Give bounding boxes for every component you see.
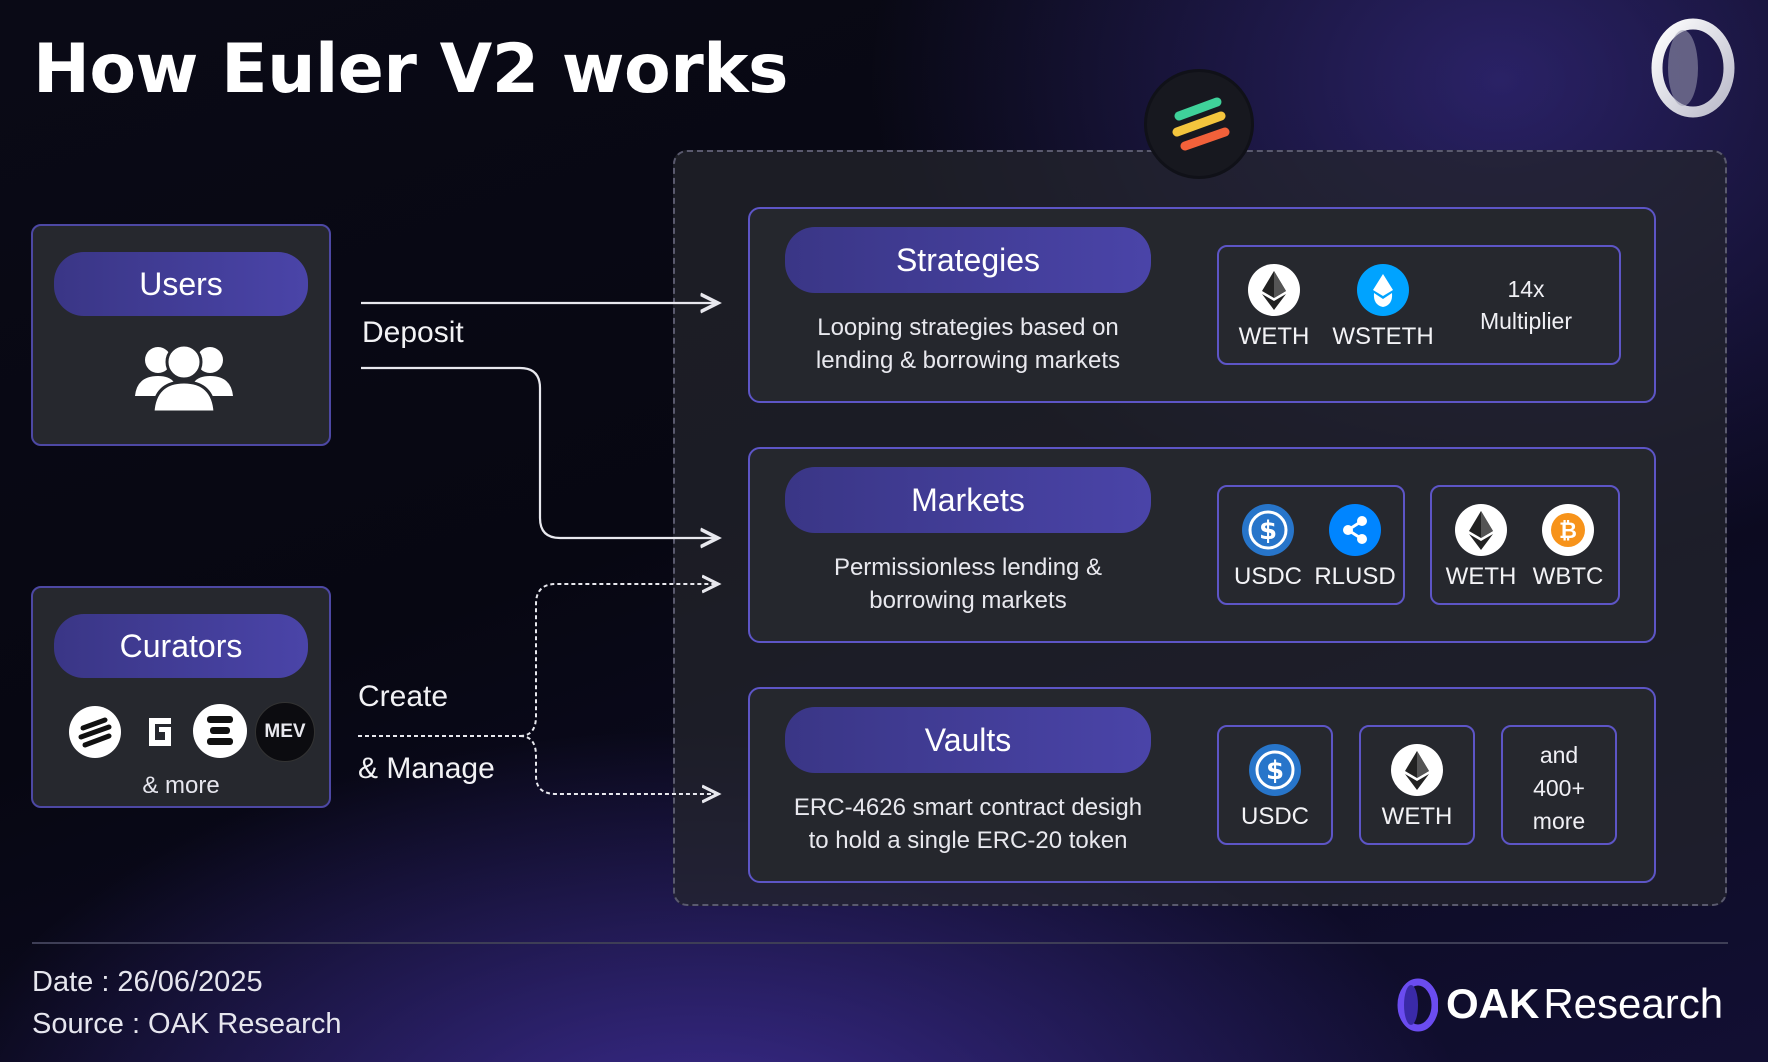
svg-text:$: $ xyxy=(1259,516,1277,546)
token-label: WETH xyxy=(1238,323,1310,350)
vaults-desc-line2: to hold a single ERC-20 token xyxy=(808,827,1128,854)
stack-logo-icon xyxy=(193,704,247,758)
token-usdc: $ USDC xyxy=(1225,503,1311,591)
brand-research: Research xyxy=(1543,980,1724,1027)
strategies-panel: Strategies Looping strategies based on l… xyxy=(748,207,1656,403)
more-line: more xyxy=(1532,808,1586,834)
token-label: WETH xyxy=(1445,563,1517,590)
strategies-desc-line2: lending & borrowing markets xyxy=(815,347,1121,374)
token-weth: WETH xyxy=(1229,263,1319,351)
strategies-token-group: WETH WSTETH 14x Multiplier xyxy=(1217,245,1621,365)
markets-panel: Markets Permissionless lending & borrowi… xyxy=(748,447,1656,643)
wbtc-icon: ₿ xyxy=(1542,504,1594,556)
token-label: WETH xyxy=(1381,803,1453,830)
vaults-token-weth: WETH xyxy=(1359,725,1475,845)
token-label: WBTC xyxy=(1532,563,1604,590)
footer-divider xyxy=(32,942,1728,944)
create-manage-arrows xyxy=(358,584,718,794)
usdc-icon: $ xyxy=(1249,744,1301,796)
oak-logo-icon xyxy=(1651,18,1735,118)
svg-text:₿: ₿ xyxy=(1559,519,1577,544)
markets-token-group-1: $ USDC RLUSD xyxy=(1217,485,1405,605)
oak-brand-icon xyxy=(1397,978,1438,1032)
vaults-token-usdc: $ USDC xyxy=(1217,725,1333,845)
token-wbtc: ₿ WBTC xyxy=(1524,503,1612,591)
gauntlet-logo-icon xyxy=(149,718,171,746)
multiplier-label: 14x Multiplier xyxy=(1451,273,1601,337)
token-weth: WETH xyxy=(1361,743,1473,831)
deposit-label: Deposit xyxy=(362,316,464,349)
wsteth-icon xyxy=(1357,264,1409,316)
token-label: USDC xyxy=(1240,803,1309,830)
create-label: Create xyxy=(358,680,449,713)
euler-logo-icon xyxy=(69,706,121,758)
multiplier-text: Multiplier xyxy=(1479,308,1573,334)
more-count: 400+ xyxy=(1533,775,1585,801)
manage-label: & Manage xyxy=(358,752,495,785)
users-pill: Users xyxy=(54,252,308,316)
token-label: WSTETH xyxy=(1332,323,1434,350)
curators-more-label: & more xyxy=(142,772,220,799)
token-rlusd: RLUSD xyxy=(1311,503,1399,591)
vaults-more-label: and 400+ more xyxy=(1503,739,1615,838)
usdc-icon: $ xyxy=(1242,504,1294,556)
token-usdc: $ USDC xyxy=(1219,743,1331,831)
brand-oak: OAK xyxy=(1446,980,1540,1027)
users-group-icon xyxy=(135,343,233,412)
token-label: USDC xyxy=(1233,563,1302,590)
mev-capital-logo: MEV xyxy=(255,702,315,762)
more-line: and xyxy=(1539,742,1579,768)
deposit-arrow-markets xyxy=(361,366,718,538)
markets-token-group-2: WETH ₿ WBTC xyxy=(1430,485,1620,605)
footer-date: Date : 26/06/2025 xyxy=(32,966,263,998)
footer-source: Source : OAK Research xyxy=(32,1008,342,1040)
markets-pill: Markets xyxy=(785,467,1151,533)
euler-logo-icon xyxy=(1172,97,1230,151)
markets-desc-line1: Permissionless lending & xyxy=(833,554,1103,581)
markets-desc-line2: borrowing markets xyxy=(869,587,1067,614)
euler-badge xyxy=(1147,72,1251,176)
eth-icon xyxy=(1248,264,1300,316)
token-label: RLUSD xyxy=(1314,563,1396,590)
page-title: How Euler V2 works xyxy=(33,30,789,109)
eth-icon xyxy=(1455,504,1507,556)
eth-icon xyxy=(1391,744,1443,796)
users-box: Users xyxy=(31,224,331,446)
curators-box: Curators MEV & more xyxy=(31,586,331,808)
token-weth: WETH xyxy=(1438,503,1524,591)
oak-research-wordmark: OAKResearch xyxy=(1446,980,1723,1028)
vaults-pill: Vaults xyxy=(785,707,1151,773)
svg-text:$: $ xyxy=(1266,756,1284,786)
multiplier-value: 14x xyxy=(1507,276,1545,302)
vaults-desc-line1: ERC-4626 smart contract desigh xyxy=(793,794,1143,821)
strategies-pill: Strategies xyxy=(785,227,1151,293)
curators-pill: Curators xyxy=(54,614,308,678)
token-wsteth: WSTETH xyxy=(1323,263,1443,351)
vaults-more-box: and 400+ more xyxy=(1501,725,1617,845)
vaults-panel: Vaults ERC-4626 smart contract desigh to… xyxy=(748,687,1656,883)
strategies-desc-line1: Looping strategies based on xyxy=(817,314,1119,341)
rlusd-icon xyxy=(1329,504,1381,556)
